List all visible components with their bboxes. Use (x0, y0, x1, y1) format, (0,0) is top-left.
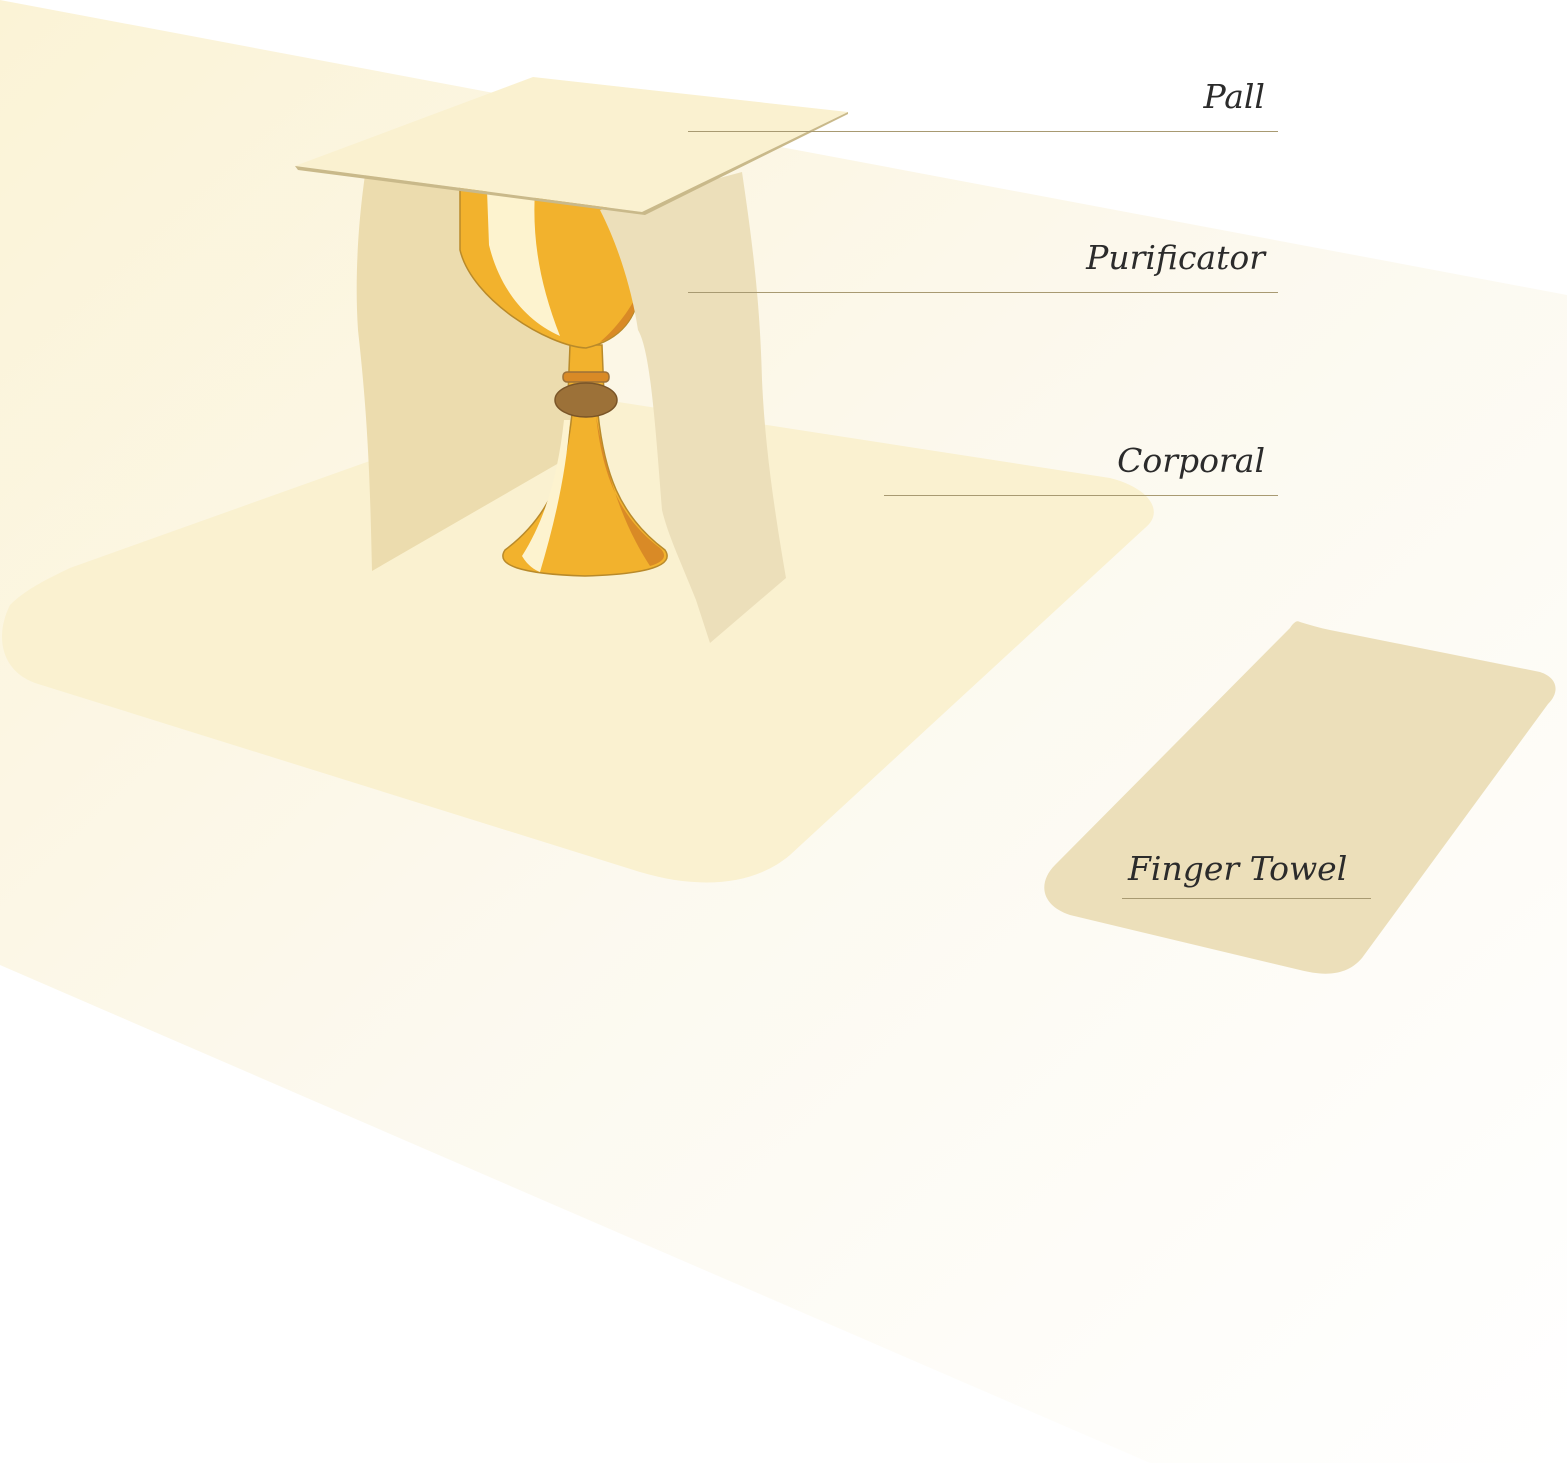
purificator-label: Purificator (1086, 241, 1265, 274)
pall-leader-line (688, 131, 1278, 132)
pall-label: Pall (1203, 80, 1265, 113)
finger-towel-label: Finger Towel (1128, 852, 1347, 885)
chalice-stem-ring (563, 372, 609, 382)
purificator-leader-line (688, 292, 1278, 293)
chalice-knop (555, 383, 617, 417)
corporal-leader-line (884, 495, 1278, 496)
corporal-label: Corporal (1117, 444, 1265, 477)
finger-towel-leader-line (1122, 898, 1371, 899)
